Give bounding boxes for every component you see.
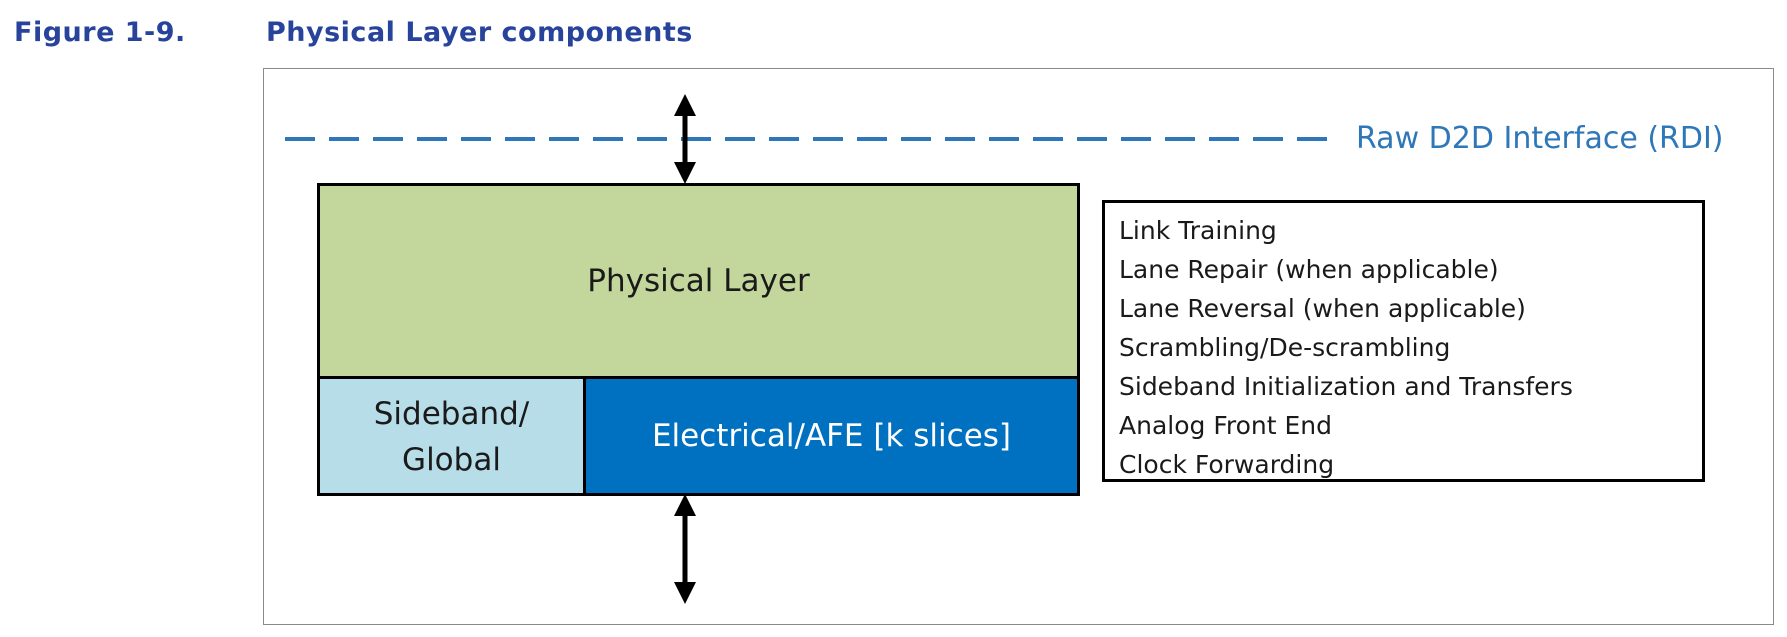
- bottom-double-arrow-icon: [674, 494, 696, 604]
- feature-item-scrambling: Scrambling/De-scrambling: [1119, 333, 1451, 362]
- diagram-frame: [263, 68, 1774, 625]
- top-double-arrow-icon: [674, 94, 696, 184]
- feature-list: Link Training Lane Repair (when applicab…: [1119, 211, 1702, 484]
- feature-item-lane-repair: Lane Repair (when applicable): [1119, 255, 1499, 284]
- sideband-global-label: Sideband/ Global: [373, 396, 530, 478]
- electrical-afe-block: Electrical/AFE [k slices]: [583, 376, 1080, 496]
- physical-layer-block: Physical Layer: [317, 183, 1080, 379]
- feature-item-link-training: Link Training: [1119, 216, 1277, 245]
- electrical-afe-label: Electrical/AFE [k slices]: [651, 418, 1012, 454]
- feature-item-clock-forwarding: Clock Forwarding: [1119, 450, 1335, 479]
- figure-title: Physical Layer components: [266, 16, 693, 48]
- rdi-label: Raw D2D Interface (RDI): [1356, 121, 1724, 156]
- feature-item-analog-front-end: Analog Front End: [1119, 411, 1333, 440]
- feature-item-sideband-init: Sideband Initialization and Transfers: [1119, 372, 1573, 401]
- rdi-dashed-line: [285, 137, 1335, 141]
- sideband-global-block: Sideband/ Global: [317, 376, 586, 496]
- feature-list-box: Link Training Lane Repair (when applicab…: [1102, 200, 1705, 482]
- feature-item-lane-reversal: Lane Reversal (when applicable): [1119, 294, 1526, 323]
- physical-layer-label: Physical Layer: [587, 263, 810, 299]
- figure-caption: Figure 1-9. Physical Layer components: [14, 12, 693, 52]
- figure-number: Figure 1-9.: [14, 16, 186, 48]
